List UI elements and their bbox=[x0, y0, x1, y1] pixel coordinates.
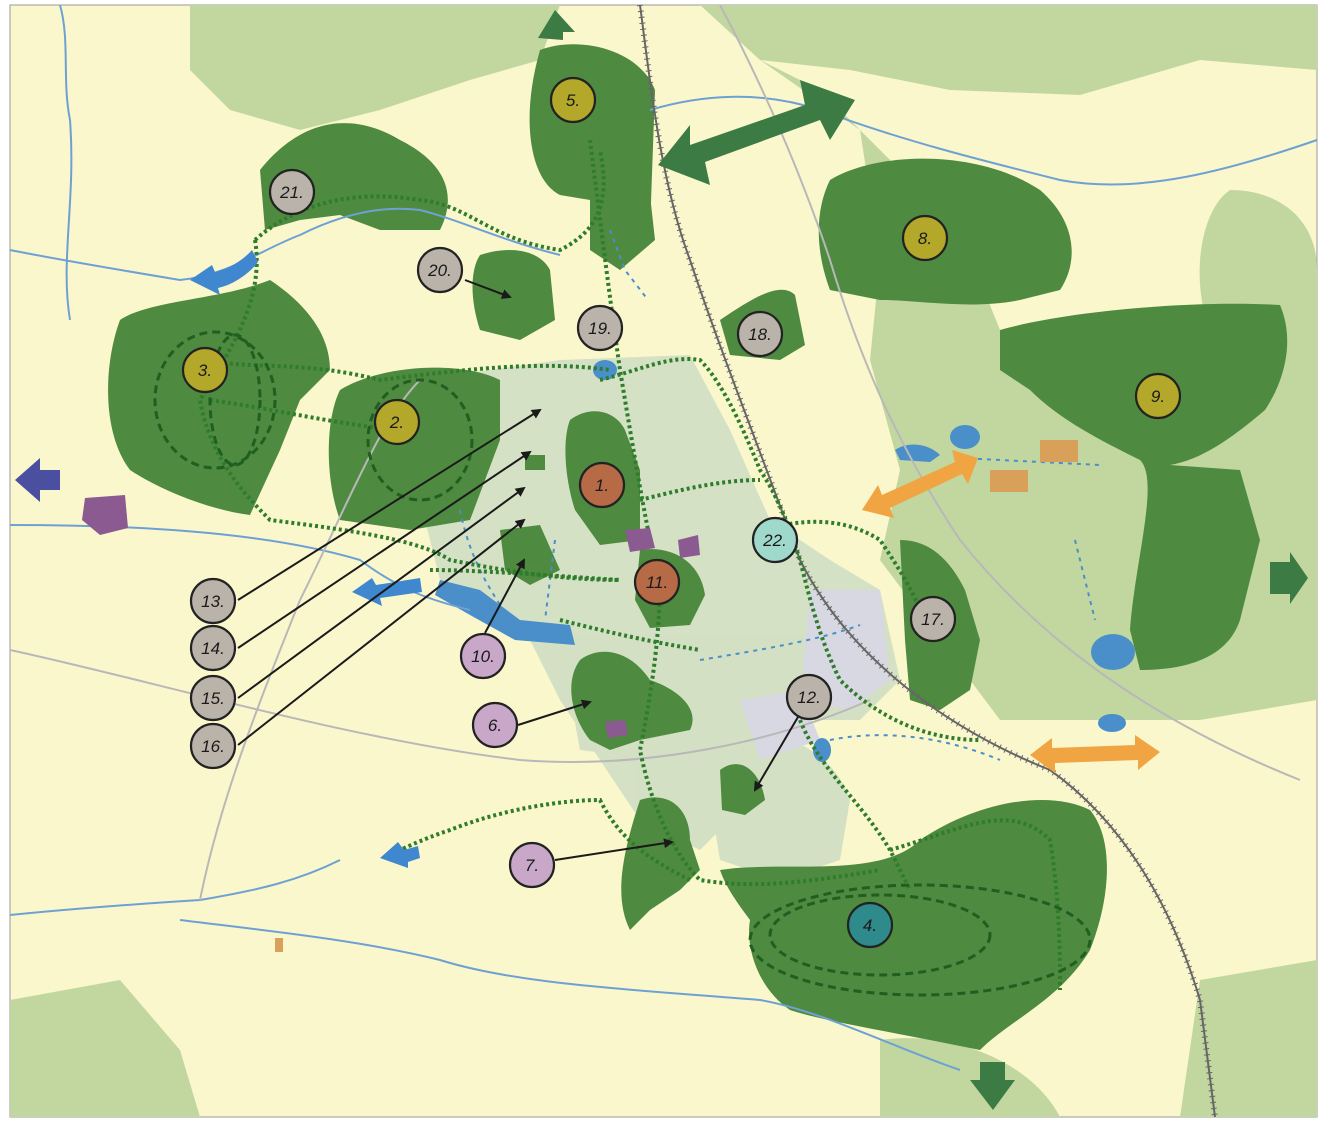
marker-8[interactable]: 8. bbox=[901, 214, 949, 262]
double-arrow-north bbox=[658, 80, 855, 185]
marker-layer: 1. 2. 3. 4. 5. 6. 7. 8. 9. 10. 11. 12. 1… bbox=[181, 76, 1182, 949]
marker-15[interactable]: 15. bbox=[189, 674, 237, 722]
marker-label: 21. bbox=[279, 183, 304, 202]
double-arrow-orange-1 bbox=[862, 450, 978, 518]
arrow-east bbox=[1270, 552, 1308, 604]
arrow-blue-west-1 bbox=[190, 250, 258, 295]
marker-9[interactable]: 9. bbox=[1134, 372, 1182, 420]
marker-1[interactable]: 1. bbox=[578, 461, 626, 509]
marker-6[interactable]: 6. bbox=[471, 701, 519, 749]
marker-label: 13. bbox=[201, 592, 225, 611]
marker-14[interactable]: 14. bbox=[189, 624, 237, 672]
marker-label: 7. bbox=[525, 856, 539, 875]
marker-label: 18. bbox=[748, 325, 772, 344]
marker-label: 17. bbox=[921, 610, 945, 629]
marker-2[interactable]: 2. bbox=[373, 398, 421, 446]
marker-22[interactable]: 22. bbox=[751, 516, 799, 564]
double-arrow-orange-2 bbox=[1030, 735, 1160, 773]
building-plots bbox=[275, 440, 1078, 952]
marker-12[interactable]: 12. bbox=[785, 673, 833, 721]
arrow-blue-west-2 bbox=[352, 578, 422, 606]
marker-13[interactable]: 13. bbox=[189, 577, 237, 625]
marker-10[interactable]: 10. bbox=[459, 632, 507, 680]
marker-label: 15. bbox=[201, 689, 225, 708]
marker-3[interactable]: 3. bbox=[181, 346, 229, 394]
marker-18[interactable]: 18. bbox=[736, 310, 784, 358]
arrow-north-up bbox=[538, 10, 575, 40]
marker-19[interactable]: 19. bbox=[576, 304, 624, 352]
marker-label: 12. bbox=[797, 688, 821, 707]
marker-20[interactable]: 20. bbox=[416, 246, 464, 294]
railway bbox=[637, 4, 1218, 1118]
marker-17[interactable]: 17. bbox=[909, 595, 957, 643]
marker-label: 10. bbox=[471, 647, 495, 666]
arrow-west-navy bbox=[15, 458, 60, 502]
connection-arrows bbox=[15, 10, 1308, 1110]
purple-buildings bbox=[82, 495, 700, 738]
arrow-blue-sw bbox=[380, 842, 420, 868]
marker-label: 4. bbox=[863, 916, 877, 935]
marker-label: 16. bbox=[201, 737, 225, 756]
marker-5[interactable]: 5. bbox=[549, 76, 597, 124]
marker-label: 11. bbox=[646, 573, 668, 592]
stream-lines bbox=[459, 229, 1101, 761]
leader-lines bbox=[237, 279, 809, 861]
marker-4[interactable]: 4. bbox=[846, 901, 894, 949]
water-bodies bbox=[435, 360, 1135, 762]
marker-label: 22. bbox=[762, 531, 787, 550]
marker-label: 19. bbox=[588, 319, 612, 338]
marker-label: 1. bbox=[595, 476, 609, 495]
forest-patches bbox=[108, 44, 1288, 1050]
marker-label: 5. bbox=[566, 91, 580, 110]
marker-label: 9. bbox=[1151, 387, 1165, 406]
marker-label: 20. bbox=[427, 261, 452, 280]
marker-label: 3. bbox=[198, 361, 212, 380]
marker-label: 2. bbox=[389, 413, 404, 432]
dashed-loop-trails bbox=[153, 330, 1092, 997]
arrow-south bbox=[970, 1062, 1015, 1110]
marker-label: 8. bbox=[918, 229, 932, 248]
marker-label: 14. bbox=[201, 639, 225, 658]
marker-21[interactable]: 21. bbox=[268, 168, 316, 216]
marker-label: 6. bbox=[488, 716, 502, 735]
marker-16[interactable]: 16. bbox=[189, 722, 237, 770]
marker-7[interactable]: 7. bbox=[508, 841, 556, 889]
marker-11[interactable]: 11. bbox=[633, 558, 681, 606]
